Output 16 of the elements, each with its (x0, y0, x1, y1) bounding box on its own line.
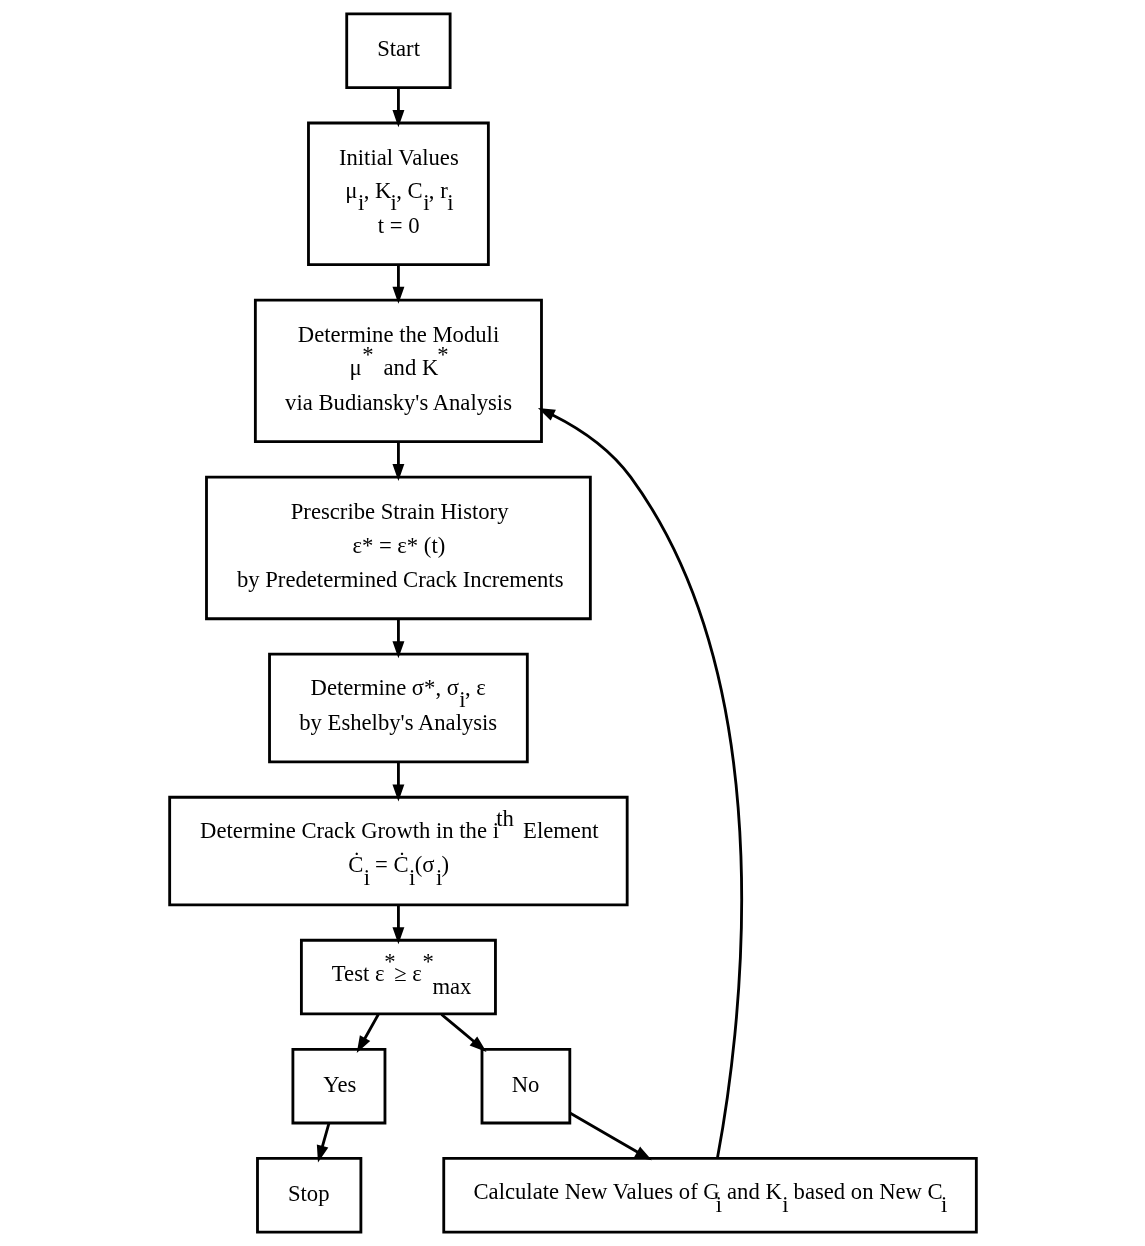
arrow (391, 87, 404, 128)
arrow (440, 1013, 487, 1052)
node-box: No (480, 1047, 571, 1125)
arrow (391, 265, 404, 304)
arrow (391, 618, 404, 659)
node-box: Start (344, 12, 452, 89)
arrow (316, 1123, 330, 1163)
node-box: Yes (291, 1047, 386, 1125)
arrow (391, 442, 404, 481)
arrow (356, 1013, 379, 1053)
node-box: Prescribe Strain History ε* = ε* (t) by Predetermined Crack Increments (204, 475, 592, 621)
arrow (391, 905, 404, 945)
arrow (537, 407, 743, 1159)
arrow (568, 1111, 652, 1161)
node-box: Stop (255, 1157, 362, 1234)
arrow (391, 762, 404, 802)
